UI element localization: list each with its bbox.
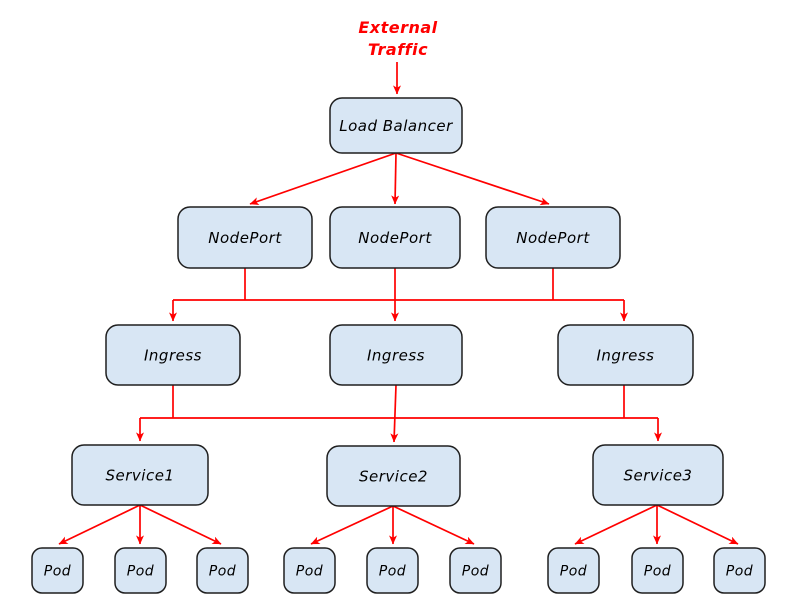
node-nodeport-3-shape [485,206,621,269]
node-pod-1-1: Pod [31,547,84,594]
external-traffic-label-line-2: Traffic [368,40,428,59]
node-pod-2-2: Pod [366,547,419,594]
node-service-3-label: Service3 [624,466,693,484]
edges-layer [58,62,739,545]
node-service-3-shape [592,444,724,506]
node-load-balancer: Load Balancer [329,97,463,154]
external-traffic-label-line-1: External [358,18,437,37]
edge-service-3-to-pod-3-3 [656,504,739,545]
node-service-2-label: Service2 [359,467,428,485]
edge-ingress-2-to-service-2 [390,384,399,443]
node-nodeport-1-label: NodePort [208,229,282,247]
node-nodeport-2-label: NodePort [358,229,432,247]
node-service-2: Service2 [326,445,461,507]
node-pod-3-2-shape [631,547,684,594]
node-pod-2-3-label: Pod [462,564,489,580]
node-service-2-shape [326,445,461,507]
node-load-balancer-label: Load Balancer [339,117,453,135]
node-nodeport-3: NodePort [485,206,621,269]
node-pod-1-2-shape [114,547,167,594]
node-pod-3-1: Pod [547,547,600,594]
node-load-balancer-shape [329,97,463,154]
node-pod-3-3: Pod [713,547,766,594]
node-ingress-2-label: Ingress [367,346,425,364]
edge-service-1-to-pod-1-3 [139,504,222,545]
node-service-1-label: Service1 [106,466,175,484]
edge-loadbalancer-to-nodeport-1 [249,152,397,205]
node-pod-1-2-label: Pod [127,564,154,580]
node-service-1-shape [71,444,209,506]
edge-service-2-to-pod-2-1 [310,505,394,545]
node-pod-2-1-label: Pod [296,564,323,580]
edge-service-3-to-pod-3-1 [574,504,658,545]
node-ingress-3: Ingress [557,324,694,386]
node-ingress-1: Ingress [105,324,241,386]
node-pod-2-3-shape [449,547,502,594]
node-ingress-1-label: Ingress [144,346,202,364]
node-pod-3-3-label: Pod [726,564,753,580]
node-pod-3-1-label: Pod [560,564,587,580]
node-ingress-2: Ingress [329,324,463,386]
node-ingress-2-shape [329,324,463,386]
node-ingress-1-shape [105,324,241,386]
node-pod-3-2: Pod [631,547,684,594]
edge-loadbalancer-to-nodeport-3 [395,152,550,206]
node-pod-2-2-label: Pod [379,564,406,580]
node-pod-1-1-shape [31,547,84,594]
node-nodeport-1-shape [177,206,313,269]
edge-loadbalancer-to-nodeport-2 [391,152,400,205]
node-pod-2-3: Pod [449,547,502,594]
node-pod-3-3-shape [713,547,766,594]
node-nodeport-2-shape [329,206,461,269]
node-ingress-3-shape [557,324,694,386]
node-ingress-3-label: Ingress [597,346,655,364]
node-pod-1-3-shape [196,547,249,594]
node-nodeport-3-label: NodePort [516,229,590,247]
edge-service-1-to-pod-1-1 [58,504,141,545]
node-nodeport-2: NodePort [329,206,461,269]
node-nodeport-1: NodePort [177,206,313,269]
node-pod-3-1-shape [547,547,600,594]
edge-service-2-to-pod-2-3 [392,505,475,545]
node-pod-1-3-label: Pod [209,564,236,580]
node-pod-1-1-label: Pod [44,564,71,580]
node-service-1: Service1 [71,444,209,506]
node-pod-3-2-label: Pod [644,564,671,580]
node-pod-2-2-shape [366,547,419,594]
node-pod-2-1-shape [283,547,336,594]
node-pod-1-2: Pod [114,547,167,594]
node-pod-1-3: Pod [196,547,249,594]
node-pod-2-1: Pod [283,547,336,594]
node-service-3: Service3 [592,444,724,506]
